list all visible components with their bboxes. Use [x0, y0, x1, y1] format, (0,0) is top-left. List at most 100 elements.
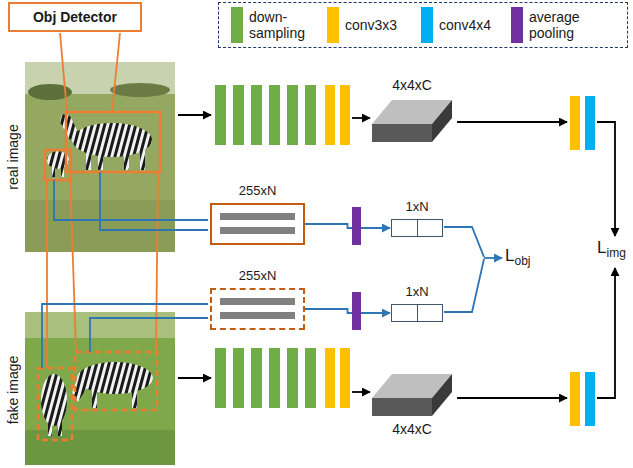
- drawing-part: [52, 165, 55, 177]
- legend-box: down-sampling conv3x3 conv4x4 average pooli…: [218, 2, 628, 48]
- drawing-part: [86, 150, 91, 170]
- drawing-part: [58, 420, 62, 436]
- feature-row: [220, 213, 295, 220]
- shape-label: 4x4xC: [368, 76, 456, 94]
- legend-entry: conv4x4: [421, 6, 501, 44]
- conv4x4-bars: [585, 96, 595, 426]
- vector-cell: [418, 305, 443, 321]
- legend-swatch: [421, 7, 433, 43]
- image-label: real image: [5, 124, 21, 189]
- drawing-part: [287, 85, 298, 145]
- drawing-part: [90, 318, 208, 352]
- drawing-part: [60, 33, 67, 112]
- shape-label: 255xN: [210, 267, 305, 285]
- feature-block-node: 4x4xC: [368, 368, 456, 438]
- drawing-part: [48, 420, 52, 436]
- drawing-part: [215, 348, 226, 408]
- legend-label: down-sampling: [249, 9, 313, 41]
- vector-cell: [392, 220, 418, 236]
- block-face: [432, 374, 452, 416]
- loss-symbol: L: [505, 246, 514, 265]
- vector-cell: [392, 305, 418, 321]
- drawing-part: [251, 85, 262, 145]
- feature-row: [220, 227, 295, 234]
- drawing-part: [233, 85, 244, 145]
- drawing-part: [41, 374, 67, 426]
- loss-symbol: L: [597, 238, 606, 257]
- legend-entry: average pooling: [511, 6, 625, 44]
- detector-label: Obj Detector: [33, 8, 117, 26]
- drawing-part: [570, 372, 580, 426]
- drawing-part: [46, 180, 48, 368]
- drawing-part: [42, 304, 208, 368]
- legend-swatch: [327, 7, 339, 43]
- subscript: obj: [514, 254, 530, 268]
- drawing-part: [352, 292, 361, 330]
- legend-label: conv3x3: [345, 17, 407, 33]
- feature-block-node: 4x4xC: [368, 76, 456, 146]
- drawing-part: [352, 207, 361, 245]
- legend-label: average pooling: [529, 9, 625, 41]
- drawing-part: [457, 397, 567, 399]
- legend-entry: down-sampling: [231, 6, 313, 44]
- feature-map-outline: [210, 288, 305, 330]
- block-face: [372, 398, 432, 416]
- loss-lines: [444, 227, 502, 312]
- legend-label: conv4x4: [439, 17, 501, 33]
- detector-box: Obj Detector: [8, 2, 142, 32]
- drawing-part: [305, 348, 316, 408]
- legend-swatch: [231, 7, 243, 43]
- detection-box: [38, 368, 72, 440]
- connector-arrow: [305, 309, 390, 313]
- vector-outline: [391, 304, 443, 322]
- drawing-part: [484, 257, 502, 259]
- subscript: img: [606, 246, 625, 260]
- drawing-part: [585, 372, 595, 426]
- drawing-part: [251, 348, 262, 408]
- legend-swatch: [511, 7, 523, 43]
- feature-map-box: 255xN: [210, 267, 305, 330]
- drawing-part: [112, 33, 120, 112]
- detection-box: [45, 150, 71, 180]
- vector-outline: [391, 219, 443, 237]
- drawing-part: [352, 117, 370, 119]
- drawing-part: [444, 227, 484, 257]
- drawing-part: [100, 172, 208, 230]
- drawing-part: [233, 348, 244, 408]
- drawing-part: [444, 259, 484, 312]
- drawing-part: [340, 348, 350, 408]
- feature-row: [220, 298, 295, 305]
- drawing-part: [340, 85, 350, 145]
- drawing-part: [269, 348, 280, 408]
- shape-label: 4x4xC: [368, 420, 456, 438]
- drawing-part: [597, 268, 615, 398]
- crop-lines: [42, 172, 208, 368]
- drawing-part: [305, 85, 316, 145]
- drawing-part: [287, 348, 298, 408]
- feature-map-outline: [210, 203, 305, 245]
- vector-box: 1xN: [391, 198, 443, 237]
- drawing-part: [60, 114, 78, 140]
- drawing-part: [457, 121, 567, 123]
- drawing-part: [352, 391, 370, 393]
- drawing-part: [178, 114, 211, 116]
- vector-box: 1xN: [391, 283, 443, 322]
- block-face: [432, 100, 452, 142]
- drawing-part: [597, 122, 615, 236]
- conv3x3-bars: [325, 85, 580, 426]
- feature-row: [220, 312, 295, 319]
- drawing-part: [25, 430, 175, 465]
- drawing-part: [140, 148, 145, 170]
- drawing-part: [124, 152, 129, 170]
- drawing-part: [325, 348, 335, 408]
- drawing-part: [92, 388, 97, 408]
- feature-block: [368, 94, 456, 146]
- detection-box: [75, 352, 157, 410]
- drawing-part: [54, 180, 208, 220]
- shape-label: 1xN: [391, 198, 443, 216]
- loss-label: Limg: [597, 238, 626, 260]
- drawing-part: [132, 388, 137, 408]
- drawing-part: [70, 172, 76, 352]
- legend-entry: conv3x3: [327, 6, 407, 44]
